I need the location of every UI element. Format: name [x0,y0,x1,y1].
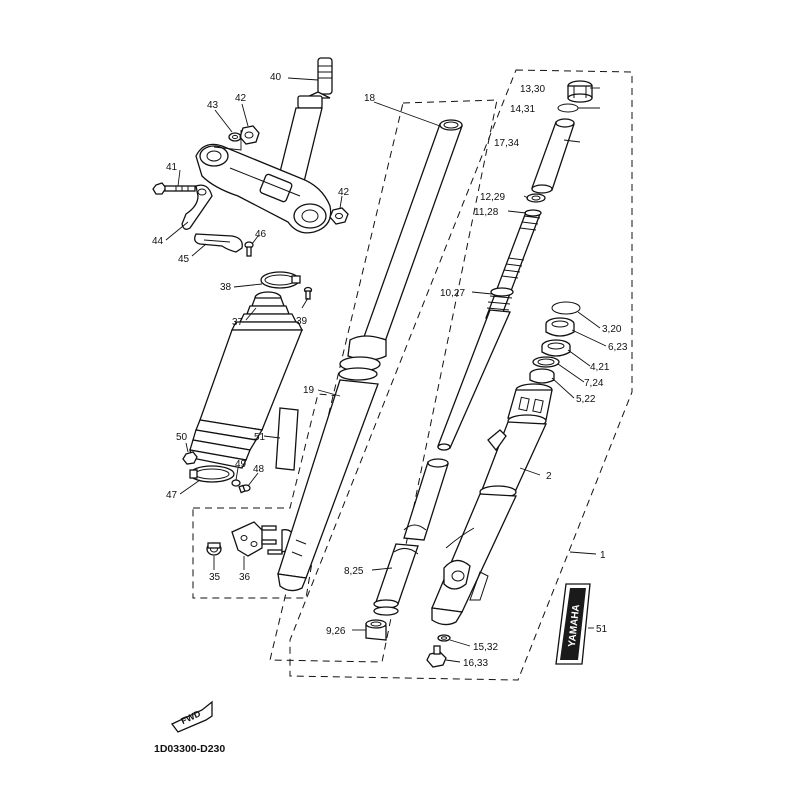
callout-15-32: 15,32 [473,642,498,653]
callout-labels: 40 43 42 41 42 44 45 46 38 39 37 18 19 5… [152,72,628,669]
bracket-nut [329,207,349,225]
stem-nut [239,125,260,145]
callout-10-27: 10,27 [440,288,465,299]
callout-42-top: 42 [235,93,247,104]
callout-1: 1 [600,550,606,561]
damper-rod [437,287,514,451]
drain-bolt [426,645,447,668]
callout-51-right: 51 [596,624,608,635]
callout-12-29: 12,29 [480,192,505,203]
callout-43: 43 [207,100,219,111]
fwd-arrow-badge: FWD [170,700,213,733]
callout-5-22: 5,22 [576,394,596,405]
callout-48: 48 [253,464,265,475]
callout-35: 35 [209,572,221,583]
pinch-bolt [152,182,196,195]
oil-lock-piece [373,543,419,616]
callout-42-right: 42 [338,187,350,198]
diagram-code: 1D03300-D230 [154,743,225,755]
inner-tube-group-boundary [269,99,498,663]
boot-group-boundary [192,393,341,599]
screw-48 [238,484,251,494]
callout-2: 2 [546,471,552,482]
callout-45: 45 [178,254,190,265]
callout-47: 47 [166,490,178,501]
callout-13-30: 13,30 [520,84,545,95]
callout-3-20: 3,20 [602,324,622,335]
callout-9-26: 9,26 [326,626,346,637]
callout-40: 40 [270,72,282,83]
fork-assembly-boundary-outer [289,69,633,681]
damper-cylinder-lower [403,458,449,541]
fork-boot [189,291,304,469]
clamp-screw [244,241,254,257]
steering-stem [275,57,333,191]
washer-49 [231,479,241,487]
leader-lines [165,77,607,663]
callout-14-31: 14,31 [510,104,535,115]
boot-nut-50 [182,451,198,465]
outer-tube [431,383,553,626]
slide-bushing [529,368,555,384]
reflector-plate [275,407,299,471]
lower-bracket [195,143,332,234]
oil-seal-9 [365,619,387,641]
callout-49: 49 [235,459,247,470]
dust-seal [545,317,575,337]
fork-spring [485,209,542,321]
callout-39: 39 [296,316,308,327]
callout-11-28: 11,28 [474,207,499,218]
callout-4-21: 4,21 [590,362,610,373]
callout-18: 18 [364,93,376,104]
cable-clamp [194,233,243,253]
callout-6-23: 6,23 [608,342,628,353]
callout-37: 37 [232,317,244,328]
callout-19: 19 [303,385,315,396]
callout-44: 44 [152,236,164,247]
boot-band-screw [303,286,313,300]
boot-band-lower [189,465,235,483]
clip-washer [532,356,560,368]
callout-17-34: 17,34 [494,138,519,149]
callout-51-left: 51 [254,432,266,443]
callout-38: 38 [220,282,232,293]
inner-tube [277,119,463,592]
cable-guide [181,184,213,230]
callout-8-25: 8,25 [344,566,364,577]
oil-seal [541,339,571,357]
spacer-tube [531,118,575,194]
callout-7-24: 7,24 [584,378,604,389]
spring-seat [526,193,546,203]
callout-41: 41 [166,162,178,173]
drain-washer [437,634,451,642]
cap-o-ring [557,103,579,113]
callout-46: 46 [255,229,267,240]
stem-washer [228,132,242,142]
callout-50: 50 [176,432,188,443]
axle-holder-36 [231,521,263,557]
axle-nut-35 [206,542,222,556]
yamaha-decal: YAMAHA [555,583,591,665]
callout-16-33: 16,33 [463,658,488,669]
fork-cap-bolt [567,80,593,103]
yamaha-decal-text: YAMAHA [567,604,582,648]
dust-seal-ring [551,301,581,315]
callout-36: 36 [239,572,251,583]
boot-band-upper [260,271,301,289]
